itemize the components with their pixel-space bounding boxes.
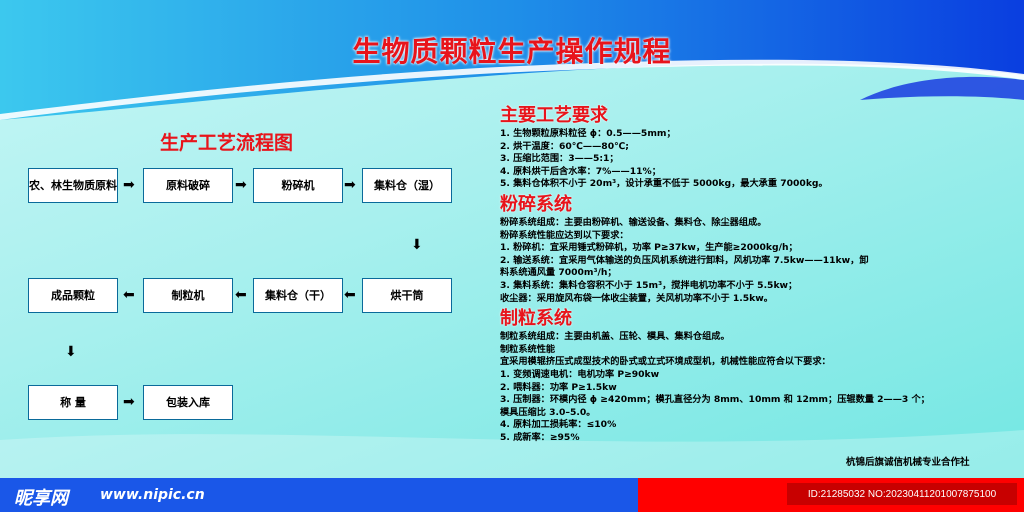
section-heading: 制粒系统	[500, 308, 572, 330]
section-line: 1. 粉碎机：宜采用锤式粉碎机，功率 P≥37kw，生产能≥2000kg/h；	[500, 242, 798, 254]
flow-step-grinder: 粉碎机	[253, 168, 343, 203]
flow-step-crushing: 原料破碎	[143, 168, 233, 203]
flow-step-raw-material: 农、林生物质原料	[28, 168, 118, 203]
arrow-left-icon: ⬅	[123, 287, 135, 303]
section-body: 粉碎系统组成：主要由粉碎机、输送设备、集料仓、除尘器组成。粉碎系统性能应达到以下…	[500, 217, 1010, 305]
section-body: 1. 生物颗粒原料粒径 ϕ：0.5——5mm；2. 烘干温度：60℃——80℃;…	[500, 128, 1010, 191]
watermark-logo: 昵享网	[14, 488, 68, 509]
flow-step-pelletizer: 制粒机	[143, 278, 233, 313]
section-line: 宜采用模辊挤压式成型技术的卧式或立式环境成型机，机械性能应符合以下要求：	[500, 356, 831, 368]
section-line: 4. 原料加工损耗率：≤10%	[500, 419, 617, 431]
arrow-left-icon: ⬅	[235, 287, 247, 303]
section-line: 2. 输送系统：宜采用气体输送的负压风机系统进行卸料，风机功率 7.5kw——1…	[500, 254, 869, 266]
footer-blue	[0, 478, 638, 512]
section-line: 5. 集料仓体积不小于 20m³，设计承重不低于 5000kg，最大承重 700…	[500, 178, 828, 190]
section-line: 制粒系统性能	[500, 343, 556, 355]
flow-step-weighing: 称 量	[28, 385, 118, 420]
section-line: 3. 集料系统：集料仓容积不小于 15m³，搅拌电机功率不小于 5.5kw；	[500, 279, 798, 291]
flow-step-finished-pellets: 成品颗粒	[28, 278, 118, 313]
arrow-down-icon: ⬇	[65, 344, 77, 360]
arrow-down-icon: ⬇	[411, 237, 423, 253]
section-line: 料系统通风量 7000m³/h；	[500, 267, 617, 279]
organization-name: 杭锦后旗诚信机械专业合作社	[846, 457, 970, 468]
flowchart-title: 生产工艺流程图	[160, 132, 294, 154]
section-body: 制粒系统组成：主要由机盖、压轮、模具、集料仓组成。制粒系统性能宜采用模辊挤压式成…	[500, 331, 1010, 444]
arrow-right-icon: ➡	[123, 394, 135, 410]
section-line: 3. 压缩比范围：3——5:1；	[500, 153, 619, 165]
section-line: 2. 喂料器：功率 P≥1.5kw	[500, 381, 617, 393]
flow-step-wet-bin: 集料仓（湿）	[362, 168, 452, 203]
watermark-url[interactable]: www.nipic.cn	[100, 487, 205, 503]
section-line: 制粒系统组成：主要由机盖、压轮、模具、集料仓组成。	[500, 331, 730, 343]
image-id: ID:21285032 NO:20230411201007875100	[787, 483, 1017, 505]
section-line: 1. 生物颗粒原料粒径 ϕ：0.5——5mm；	[500, 128, 676, 139]
flow-step-dry-bin: 集料仓（干）	[253, 278, 343, 313]
section-line: 粉碎系统性能应达到以下要求：	[500, 229, 629, 241]
section-line: 4. 原料烘干后含水率：7%——11%；	[500, 165, 661, 177]
section-line: 收尘器：采用旋风布袋一体收尘装置，关风机功率不小于 1.5kw。	[500, 292, 773, 304]
arrow-right-icon: ➡	[123, 177, 135, 193]
footer-bar: 昵享网 www.nipic.cn ID:21285032 NO:20230411…	[0, 478, 1024, 512]
section-line: 1. 变频调速电机：电机功率 P≥90kw	[500, 368, 660, 380]
section-line: 3. 压制器：环模内径 ϕ ≥420mm；模孔直径分为 8mm、10mm 和 1…	[500, 394, 930, 406]
flow-step-dryer: 烘干筒	[362, 278, 452, 313]
section-line: 5. 成新率：≥95%	[500, 431, 580, 443]
arrow-right-icon: ➡	[235, 177, 247, 193]
section-line: 模具压缩比 3.0–5.0。	[500, 406, 596, 418]
arrow-right-icon: ➡	[344, 177, 356, 193]
section-heading: 主要工艺要求	[500, 105, 608, 126]
arrow-left-icon: ⬅	[344, 287, 356, 303]
section-line: 粉碎系统组成：主要由粉碎机、输送设备、集料仓、除尘器组成。	[500, 216, 767, 228]
section-heading: 粉碎系统	[500, 193, 572, 215]
requirements-panel: 主要工艺要求 1. 生物颗粒原料粒径 ϕ：0.5——5mm；2. 烘干温度：60…	[500, 104, 1010, 444]
page-title: 生物质颗粒生产操作规程	[352, 35, 672, 68]
section-line: 2. 烘干温度：60℃——80℃;	[500, 140, 629, 152]
flow-step-packaging: 包装入库	[143, 385, 233, 420]
